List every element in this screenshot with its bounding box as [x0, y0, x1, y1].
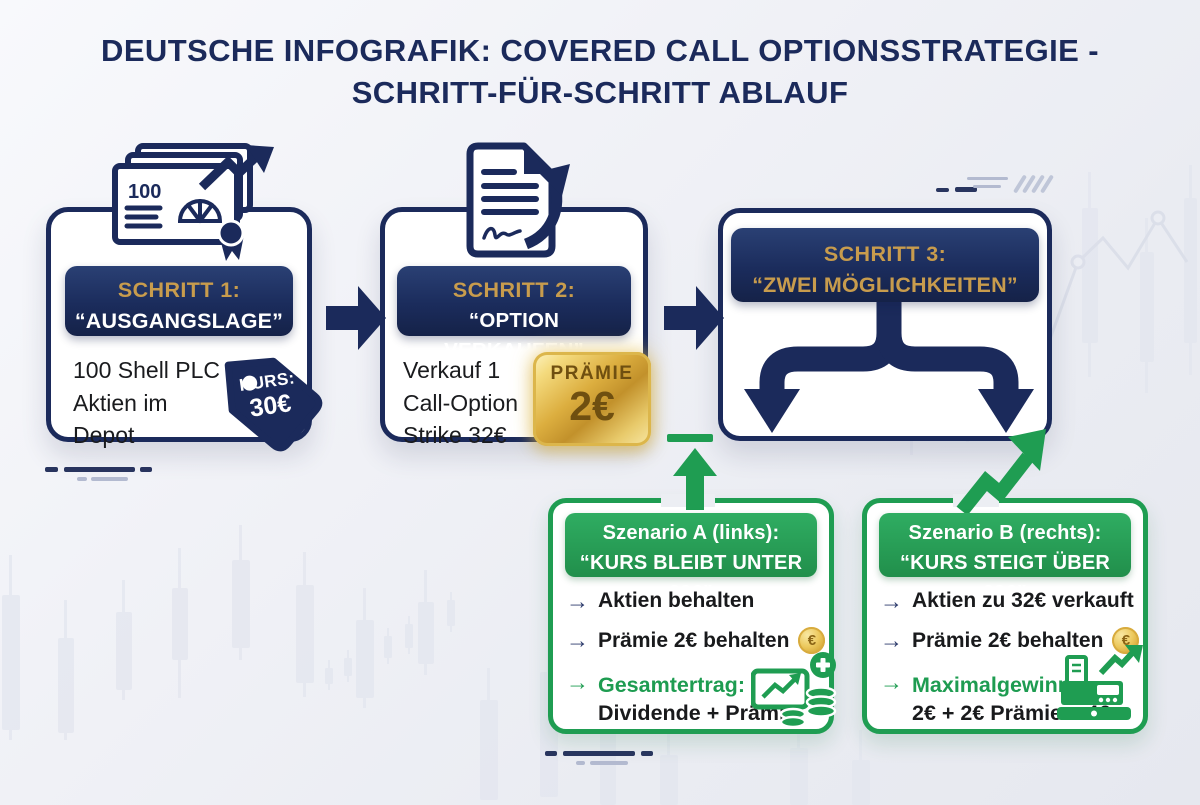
scenario-b-bullet-1: → Aktien zu 32€ verkauft [880, 587, 1134, 614]
scenario-a-result: → Gesamtertrag: Dividende + Prämie [566, 671, 797, 728]
up-arrow-icon [667, 434, 717, 510]
step3-header-line1: SCHRITT 3: [823, 242, 947, 266]
ribbon-seal-glyph [217, 219, 245, 261]
scenario-b-result-label: Maximalgewinn: [912, 673, 1079, 697]
scenario-b-header: Szenario B (rechts): “KURS STEIGT ÜBER 3… [879, 513, 1131, 604]
step1-header-line2: “AUSGANGSLAGE” [74, 309, 284, 334]
signature-glyph [482, 226, 522, 240]
signed-document-icon [466, 142, 570, 258]
step1-header: SCHRITT 1: “AUSGANGSLAGE” [65, 266, 293, 336]
bullet-arrow-icon: → [880, 669, 903, 695]
curved-up-arrow-icon [523, 164, 570, 250]
price-tag-icon [224, 357, 323, 452]
bullet-arrow-icon: → [566, 627, 589, 653]
background-line-chart [1044, 210, 1189, 351]
trend-arrow-icon [198, 145, 274, 191]
fork-arrows-icon [744, 301, 1034, 433]
step3-header: SCHRITT 3: “ZWEI MÖGLICHKEITEN” [731, 228, 1039, 302]
bullet-arrow-icon: → [880, 587, 903, 614]
scenario-a-header: Szenario A (links): “KURS BLEIBT UNTER 3… [565, 513, 817, 604]
scenario-b-bullet-2: → Prämie 2€ behalten € [880, 627, 1140, 654]
scenario-b-header-line2: “KURS STEIGT ÜBER 32€” [899, 552, 1111, 604]
step2-header-line2: “OPTION VERKAUFEN” [444, 309, 584, 362]
scenario-a-card: Szenario A (links): “KURS BLEIBT UNTER 3… [548, 434, 837, 734]
step1-to-step2-arrow-icon [326, 286, 386, 350]
premium-badge: PRÄMIE 2€ [533, 352, 651, 446]
step3-header-line2: “ZWEI MÖGLICHKEITEN” [752, 273, 1018, 298]
scenario-a-header-line2: “KURS BLEIBT UNTER 32€” [579, 552, 803, 604]
bullet-arrow-icon: → [566, 669, 589, 695]
bullet-arrow-icon: → [566, 587, 589, 614]
scenario-a-bullet-1: → Aktien behalten [566, 587, 755, 614]
scenario-a-header-line1: Szenario A (links): [602, 522, 780, 544]
page-title-line2: SCHRITT-FÜR-SCHRITT ABLAUF [351, 75, 849, 111]
step2-body-text: Verkauf 1 Call-Option Strike 32€ [403, 357, 519, 449]
step1-card: SCHRITT 1: “AUSGANGSLAGE” 100 Shell PLC … [46, 207, 323, 452]
zigzag-growth-arrow-icon [956, 429, 1046, 513]
premium-badge-label: PRÄMIE [550, 363, 634, 384]
scenario-b-card: Szenario B (rechts): “KURS STEIGT ÜBER 3… [862, 429, 1148, 734]
euro-coin-icon: € [798, 627, 826, 654]
step2-to-step3-arrow-icon [664, 286, 724, 350]
svg-text:100: 100 [128, 181, 161, 203]
step2-card: SCHRITT 2: “OPTION VERKAUFEN” Verkauf 1 … [380, 207, 651, 448]
page-title-line1: DEUTSCHE INFOGRAFIK: COVERED CALL OPTION… [101, 33, 1099, 68]
step2-header: SCHRITT 2: “OPTION VERKAUFEN” [397, 266, 631, 362]
shell-logo-glyph [177, 199, 223, 223]
scenario-b-header-line1: Szenario B (rechts): [908, 522, 1102, 544]
scenario-a-bullet-2: → Prämie 2€ behalten € [566, 627, 826, 654]
step1-body-text: 100 Shell PLC Aktien im Depot [73, 357, 221, 449]
cash-register-icon [1057, 645, 1143, 720]
page-title: DEUTSCHE INFOGRAFIK: COVERED CALL OPTION… [0, 30, 1200, 114]
step2-header-line1: SCHRITT 2: [452, 278, 576, 302]
bullet-arrow-icon: → [880, 627, 903, 653]
step3-card: SCHRITT 3: “ZWEI MÖGLICHKEITEN” [718, 208, 1052, 441]
mini-trend-arrow-icon [1098, 645, 1143, 676]
payout-icon [751, 652, 837, 727]
premium-badge-value: 2€ [569, 383, 615, 429]
scenario-a-result-label: Gesamtertrag: [598, 673, 745, 697]
step1-header-line1: SCHRITT 1: [117, 278, 241, 302]
share-certificate-icon: 100 [112, 143, 274, 261]
